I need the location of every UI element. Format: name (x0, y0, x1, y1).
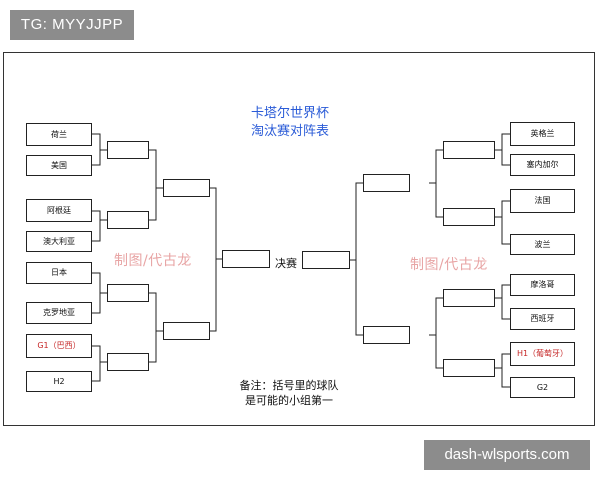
final-label: 决赛 (275, 257, 297, 270)
qf-slot-right-1 (443, 141, 495, 159)
team-box-left-2: 美国 (26, 155, 92, 176)
qf-slot-left-3 (107, 284, 149, 302)
watermark-right: 制图/代古龙 (410, 257, 488, 273)
chart-title-line1: 卡塔尔世界杯 (250, 106, 329, 121)
team-box-right-8: G2 (510, 377, 575, 398)
team-box-left-7: G1（巴西） (26, 334, 92, 358)
bracket-note: 备注：括号里的球队 是可能的小组第一 (232, 378, 346, 408)
final-slot-right (302, 251, 350, 269)
site-badge: dash-wlsports.com (424, 440, 590, 470)
team-box-left-5: 日本 (26, 262, 92, 284)
connector-r6 (429, 297, 443, 369)
qf-slot-left-1 (107, 141, 149, 159)
bracket-frame (3, 52, 595, 426)
qf-slot-right-4 (443, 359, 495, 377)
connector-l4 (92, 345, 107, 382)
team-box-right-2: 塞内加尔 (510, 154, 575, 176)
team-box-right-6: 西班牙 (510, 308, 575, 330)
qf-slot-right-3 (443, 289, 495, 307)
sf-slot-right-1 (363, 174, 410, 192)
team-box-right-4: 波兰 (510, 234, 575, 255)
connector-r1 (495, 133, 510, 166)
watermark-left: 制图/代古龙 (114, 253, 192, 269)
team-box-right-3: 法国 (510, 189, 575, 213)
team-box-left-8: H2 (26, 371, 92, 392)
chart-title-line2: 淘汰赛对阵表 (250, 124, 329, 139)
qf-slot-left-2 (107, 211, 149, 229)
final-slot-left (222, 250, 270, 268)
sf-slot-left-1 (163, 179, 210, 197)
note-line-2: 是可能的小组第一 (245, 394, 333, 407)
connector-l7 (210, 187, 222, 332)
connector-l5 (149, 149, 163, 221)
connector-r2 (495, 200, 510, 245)
connector-r4 (495, 353, 510, 388)
connector-l3 (92, 272, 107, 314)
team-box-left-3: 阿根廷 (26, 199, 92, 222)
connector-l2 (92, 210, 107, 242)
team-box-right-1: 英格兰 (510, 122, 575, 146)
qf-slot-left-4 (107, 353, 149, 371)
sf-slot-right-2 (363, 326, 410, 344)
connector-l6 (149, 292, 163, 363)
team-box-left-1: 荷兰 (26, 123, 92, 146)
note-line-1: 备注：括号里的球队 (239, 379, 339, 392)
qf-slot-right-2 (443, 208, 495, 226)
team-box-right-5: 摩洛哥 (510, 274, 575, 296)
team-box-left-4: 澳大利亚 (26, 231, 92, 252)
team-box-left-6: 克罗地亚 (26, 302, 92, 324)
channel-badge: TG: MYYJJPP (10, 10, 134, 40)
connector-r7 (350, 182, 363, 336)
team-box-right-7: H1（葡萄牙） (510, 342, 575, 366)
connector-r5 (429, 149, 443, 218)
connector-l1 (92, 133, 107, 166)
connector-r3 (495, 284, 510, 320)
sf-slot-left-2 (163, 322, 210, 340)
